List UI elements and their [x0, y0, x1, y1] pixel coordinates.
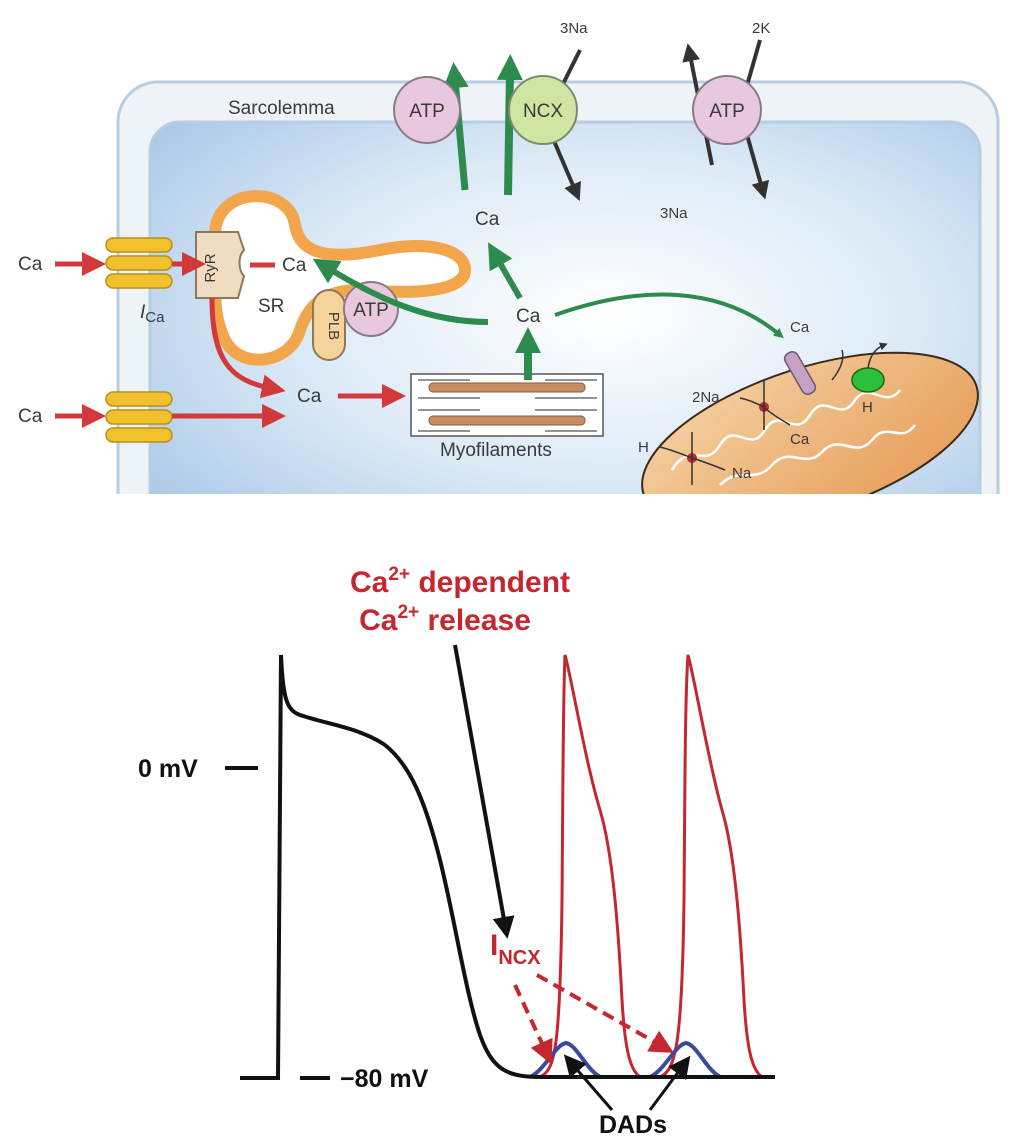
serca-label: ATP: [353, 300, 389, 321]
atp-pump-left-label: ATP: [409, 101, 445, 122]
ca-influx-1-label: Ca: [18, 254, 43, 275]
h-mito-1-label: H: [862, 399, 873, 416]
atp-pump-left: [393, 76, 461, 144]
mito-flux-line-1: [831, 349, 844, 381]
ryr-label: RyR: [202, 253, 219, 282]
ca-reuptake-arrow: [312, 258, 489, 325]
ca-to-efflux-arrow: [488, 242, 523, 300]
ica-label: ICa: [140, 302, 165, 326]
incx-label: INCX: [490, 929, 541, 969]
mitochondrion: [641, 351, 979, 494]
dad-pointer-2: [648, 1055, 691, 1111]
ryr-release-arrow: [209, 297, 286, 399]
ncx-exchanger: [508, 75, 578, 145]
sarcolemma-label: Sarcolemma: [228, 98, 335, 119]
cicr-title-line2: Ca2+ release: [359, 602, 531, 637]
cicr-arrow: [453, 644, 515, 939]
incx-arrow-1: [513, 984, 553, 1065]
l-type-channel-1: [105, 237, 173, 289]
zero-mv-label: 0 mV: [138, 755, 198, 783]
dads-label: DADs: [599, 1111, 667, 1139]
ca-mito-inner-label: Ca: [790, 431, 810, 448]
ca-mito-top-label: Ca: [790, 319, 810, 336]
phospholamban: [312, 289, 346, 361]
na-mito-label: Na: [732, 465, 752, 482]
ca-efflux-ncx-arrow: [496, 54, 523, 196]
dad-pointer-1: [563, 1054, 614, 1111]
mito-na-pointer: [691, 457, 726, 471]
ncx-label: NCX: [523, 101, 563, 122]
dad-2: [648, 1040, 722, 1079]
ca-cytosol-label: Ca: [297, 386, 322, 407]
action-potential-panel: Ca2+ dependent Ca2+ release 0 mV −80 mV …: [138, 564, 775, 1139]
action-potential-trace: [240, 654, 775, 1080]
triggered-ap-2: [659, 654, 763, 1079]
mito-proton-pump: [851, 367, 885, 393]
three-na-top: 3Na: [560, 20, 588, 37]
mcu-channel: [783, 351, 817, 395]
triggered-ap-1: [539, 654, 641, 1079]
mito-h-pointer: [659, 446, 693, 459]
ca-center-label: Ca: [516, 306, 541, 327]
myofilaments-label: Myofilaments: [440, 440, 552, 461]
two-k-label: 2K: [752, 20, 770, 37]
ryanodine-receptor: [195, 231, 246, 299]
mito-h-arrow: [867, 342, 888, 369]
cicr-title-line1: Ca2+ dependent: [350, 564, 570, 599]
ca-to-mito-arrow: [554, 292, 784, 339]
incx-arrow-2: [536, 973, 674, 1053]
na-k-atpase-label: ATP: [709, 101, 745, 122]
sr-label: SR: [258, 296, 284, 317]
dad-1: [528, 1040, 602, 1079]
ca-influx-2-label: Ca: [18, 406, 43, 427]
ca-sr-label: Ca: [282, 255, 307, 276]
cell-diagram: Sarcolemma ATP NCX ATP 3Na 2K 3Na Ca SR …: [18, 20, 1000, 494]
h-mito-2-label: H: [638, 439, 649, 456]
na-k-atpase: [692, 75, 762, 145]
two-na-mito-label: 2Na: [692, 389, 720, 406]
three-na-inner: 3Na: [660, 205, 688, 222]
plb-label: PLB: [325, 312, 342, 340]
mito-2na-pointer: [739, 397, 765, 408]
myofilaments: [410, 373, 604, 437]
mito-ca-pointer: [763, 406, 791, 426]
ca-below-pumps: Ca: [475, 209, 500, 230]
l-type-channel-2: [105, 391, 173, 443]
minus80-mv-label: −80 mV: [340, 1065, 429, 1093]
